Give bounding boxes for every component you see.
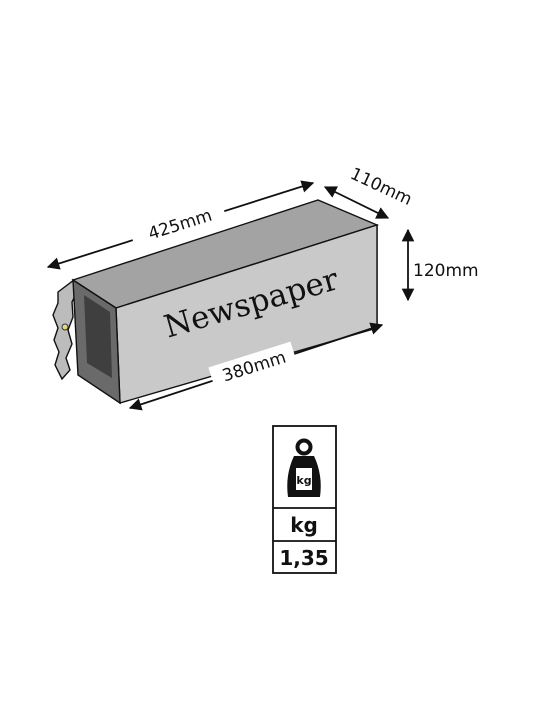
dim-label-height: 120mm [413,261,479,281]
weight-table: kg kg 1,35 [272,425,337,574]
mount-screw [61,323,69,331]
box-opening-inner [84,295,112,378]
dim-arrow-depth [323,186,390,219]
kg-weight-icon: kg [287,438,321,497]
svg-text:kg: kg [296,474,311,487]
weight-value: 1,35 [279,546,328,570]
weight-unit-label: kg [290,513,318,537]
